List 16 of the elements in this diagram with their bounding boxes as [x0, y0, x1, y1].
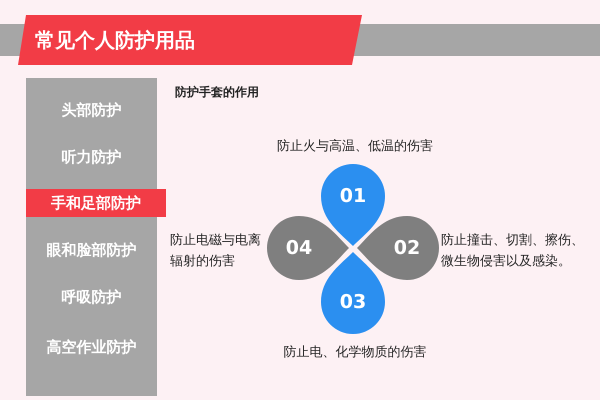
highlighted-menu-item: 手和足部防护 [26, 189, 166, 217]
petal-shape: 02 [355, 216, 439, 280]
description-text: 防止电磁与电离辐射的伤害 [170, 232, 262, 271]
petal-shape: 01 [321, 164, 385, 248]
menu-item: 眼和脸部防护 [26, 236, 157, 264]
title: 常见个人防护用品 [35, 27, 195, 54]
menu-item: 头部防护 [26, 96, 157, 124]
description-text: 防止电、化学物质的伤害 [282, 344, 428, 362]
subheading: 防护手套的作用 [175, 84, 259, 101]
petal-shape: 04 [267, 216, 351, 280]
menu-item: 听力防护 [26, 143, 157, 171]
menu-item: 呼吸防护 [26, 283, 157, 311]
menu-item: 高空作业防护 [26, 333, 157, 361]
description-text: 防止火与高温、低温的伤害 [276, 138, 434, 156]
description-text: 防止撞击、切割、擦伤、微生物侵害以及感染。 [441, 232, 585, 271]
petal-shape: 03 [321, 250, 385, 334]
